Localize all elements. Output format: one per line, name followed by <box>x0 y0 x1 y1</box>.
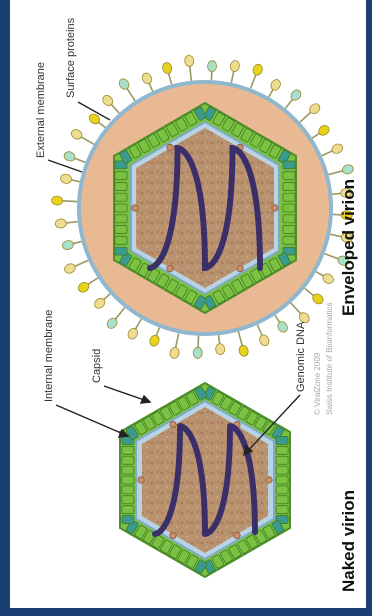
capsid-tile <box>122 496 134 504</box>
spike-head <box>70 128 84 141</box>
capsid-tile <box>115 236 127 244</box>
spike-head <box>63 262 77 275</box>
capsid-tile <box>122 456 134 464</box>
pointer-external-membrane <box>48 160 82 172</box>
capsid-tile <box>276 466 288 474</box>
spike-head <box>61 239 74 251</box>
capsid-tile <box>276 506 288 514</box>
spike-head <box>117 77 131 91</box>
pointer-internal-membrane <box>56 405 128 436</box>
membrane-anchor <box>170 532 176 538</box>
capsid-tile <box>283 215 295 223</box>
capsid-tile <box>122 446 134 454</box>
membrane-anchor <box>167 265 173 271</box>
spike-head <box>51 196 62 206</box>
spike-head <box>161 62 173 75</box>
membrane-anchor <box>138 477 144 483</box>
spike-head <box>141 72 154 86</box>
capsid-tile <box>122 476 134 484</box>
membrane-anchor <box>234 532 240 538</box>
capsid-tile <box>283 204 295 212</box>
membrane-anchor <box>272 205 278 211</box>
virion-diagram: Surface proteins External membrane Inter… <box>10 0 366 608</box>
capsid-tile <box>283 172 295 180</box>
spike-head <box>193 347 203 358</box>
spike-head <box>341 164 354 176</box>
label-capsid: Capsid <box>91 349 103 383</box>
capsid-tile <box>283 226 295 234</box>
capsid-tile <box>122 466 134 474</box>
figure-frame: Surface proteins External membrane Inter… <box>10 0 366 608</box>
membrane-anchor <box>237 265 243 271</box>
capsid-tile <box>276 456 288 464</box>
capsid-tile <box>115 215 127 223</box>
naked-virion <box>120 383 290 577</box>
capsid-tile <box>115 182 127 190</box>
spike-head <box>207 60 217 71</box>
spike-head <box>63 150 76 162</box>
membrane-anchor <box>132 205 138 211</box>
spike-head <box>330 142 344 155</box>
membrane-anchor <box>167 144 173 150</box>
label-external-membrane: External membrane <box>35 62 47 158</box>
title-enveloped-virion: Enveloped virion <box>339 179 358 316</box>
spike-head <box>269 78 282 92</box>
label-surface-proteins: Surface proteins <box>65 17 77 98</box>
spike-head <box>169 347 180 360</box>
capsid-tile <box>122 486 134 494</box>
spike-head <box>258 333 271 347</box>
capsid-tile <box>122 506 134 514</box>
spike-head <box>60 173 73 184</box>
membrane-anchor <box>266 477 272 483</box>
capsid-tile <box>115 204 127 212</box>
capsid-tile <box>276 446 288 454</box>
capsid-tile <box>276 496 288 504</box>
capsid-tile <box>276 476 288 484</box>
title-naked-virion: Naked virion <box>339 490 358 592</box>
credit-line-1: © ViralZone 2009 <box>313 352 322 415</box>
arrowhead-capsid <box>141 396 150 403</box>
capsid-tile <box>115 247 127 255</box>
capsid-tile <box>283 161 295 169</box>
spike-head <box>77 280 91 294</box>
capsid-tile <box>283 193 295 201</box>
spike-head <box>321 272 335 285</box>
label-genomic-dna: Genomic DNA <box>295 321 307 392</box>
capsid-tile <box>276 436 288 444</box>
spike-head <box>215 343 225 355</box>
capsid-tile <box>276 486 288 494</box>
label-internal-membrane: Internal membrane <box>43 310 55 402</box>
capsid-tile <box>283 236 295 244</box>
spike-head <box>276 320 290 334</box>
spike-head <box>229 60 240 73</box>
spike-head <box>238 344 250 357</box>
credit-line-2: Swiss Institute of Bioinformatics <box>325 303 334 415</box>
enveloped-virion <box>51 55 354 359</box>
spike-head <box>317 124 331 138</box>
capsid-tile <box>122 516 134 524</box>
capsid-tile <box>115 172 127 180</box>
membrane-anchor <box>170 421 176 427</box>
capsid-tile <box>283 182 295 190</box>
spike-head <box>126 327 139 341</box>
spike-head <box>184 55 194 67</box>
capsid-tile <box>115 193 127 201</box>
spike-head <box>55 218 67 228</box>
spike-head <box>252 63 264 76</box>
spike-head <box>148 334 160 347</box>
capsid-tile <box>115 226 127 234</box>
